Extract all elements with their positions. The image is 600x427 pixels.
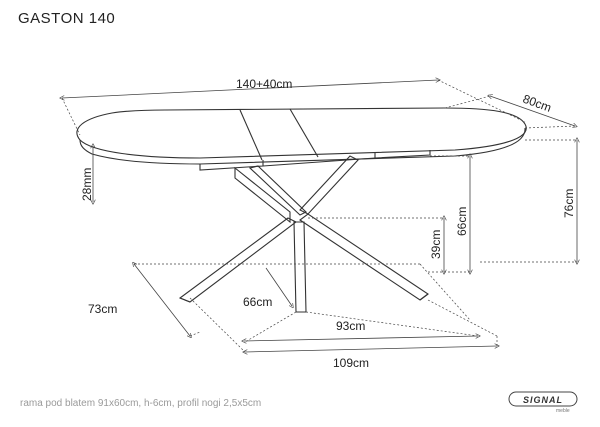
- page-title: GASTON 140: [18, 10, 116, 27]
- base-outer-dimension: 109cm: [245, 336, 497, 370]
- depth-dimension: 80cm: [444, 92, 575, 129]
- length-label: 140+40cm: [236, 77, 292, 91]
- length-dimension: 140+40cm: [62, 77, 526, 136]
- base-footprint: [134, 264, 498, 353]
- base-inner-label: 93cm: [336, 319, 365, 333]
- frame-height-dimension: 66cm: [428, 156, 470, 272]
- logo-text: SIGNAL: [523, 395, 563, 405]
- frame-spec-note: rama pod blatem 91x60cm, h-6cm, profil n…: [20, 398, 262, 409]
- table-top: [76, 107, 527, 171]
- thickness-label: 28mm: [80, 168, 94, 201]
- leg-spread-dimension: 66cm: [243, 267, 292, 309]
- table-legs: [178, 155, 429, 313]
- base-depth-label: 73cm: [88, 302, 117, 316]
- height-label: 76cm: [562, 189, 576, 218]
- height-dimension: 76cm: [480, 140, 577, 262]
- logo-subtext: meble: [556, 408, 570, 413]
- frame-height-label: 66cm: [455, 207, 469, 236]
- signal-logo: SIGNAL meble: [508, 391, 578, 413]
- thickness-dimension: 28mm: [80, 146, 94, 202]
- leg-height-label: 39cm: [429, 230, 443, 259]
- depth-label: 80cm: [521, 92, 553, 115]
- base-inner-dimension: 93cm: [244, 319, 478, 341]
- base-outer-label: 109cm: [333, 356, 369, 370]
- leg-spread-label: 66cm: [243, 295, 272, 309]
- leg-height-dimension: 39cm: [308, 218, 444, 272]
